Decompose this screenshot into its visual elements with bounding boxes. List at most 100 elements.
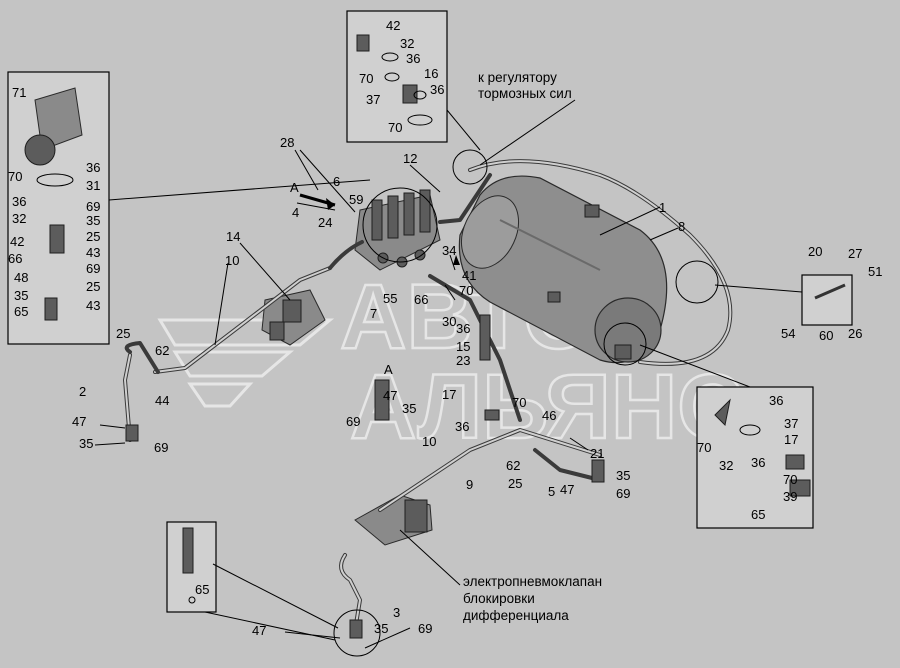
callout-main-42: 69: [616, 486, 630, 501]
callout-main-0: 28: [280, 135, 294, 150]
callout-main-22: 2: [79, 384, 86, 399]
callout-left-inset-13: 69: [86, 261, 100, 276]
callout-main-3: 8: [678, 219, 685, 234]
valve-caption-line-2: блокировки: [463, 591, 535, 606]
svg-text:АЛЬЯНС: АЛЬЯНС: [350, 356, 744, 458]
callout-main-5: 59: [349, 192, 363, 207]
callout-main-7: 24: [318, 215, 332, 230]
callout-main-14: 36: [456, 321, 470, 336]
callout-main-1: 12: [403, 151, 417, 166]
callout-right-bottom-inset-1: 37: [784, 416, 798, 431]
callout-left-inset-3: 31: [86, 178, 100, 193]
callout-main-44: 47: [252, 623, 266, 638]
callout-main-4: 6: [333, 174, 340, 189]
callout-main-43: 3: [393, 605, 400, 620]
callout-main-35: 21: [590, 446, 604, 461]
callout-main-28: 35: [402, 401, 416, 416]
valve-caption-line-3: дифференциала: [463, 608, 569, 623]
callout-main-23: 44: [155, 393, 169, 408]
callout-main-24: 47: [72, 414, 86, 429]
callout-main-45: 35: [374, 621, 388, 636]
callout-main-16: 23: [456, 353, 470, 368]
leader-lines: [94, 99, 803, 649]
callout-right-bottom-inset-6: 70: [783, 472, 797, 487]
callout-main-21: 62: [155, 343, 169, 358]
callout-right-top-inset-5: 26: [848, 326, 862, 341]
callout-main-32: 70: [512, 395, 526, 410]
callout-left-inset-4: 36: [12, 194, 26, 209]
callout-top-inset-4: 16: [424, 66, 438, 81]
callout-left-inset-0: 71: [12, 85, 26, 100]
callout-main-36: 62: [506, 458, 520, 473]
callout-main-31: 36: [455, 419, 469, 434]
callout-left-inset-14: 35: [14, 288, 28, 303]
callout-main-30: 17: [442, 387, 456, 402]
callout-main-10: 34: [442, 243, 456, 258]
callout-main-2: 1: [659, 200, 666, 215]
callout-main-11: 41: [462, 268, 476, 283]
electropneumatic-valve: [354, 494, 433, 546]
callout-right-bottom-inset-3: 17: [784, 432, 798, 447]
callout-main-46: 69: [418, 621, 432, 636]
callout-right-top-inset-3: 54: [781, 326, 795, 341]
callout-main-9: 10: [225, 253, 239, 268]
callout-main-12: 70: [459, 283, 473, 298]
valve-caption-line-1: электропневмоклапан: [463, 574, 602, 589]
callout-main-20: 25: [116, 326, 130, 341]
callout-right-bottom-inset-0: 36: [769, 393, 783, 408]
callout-right-bottom-inset-2: 70: [697, 440, 711, 455]
callout-main-39: 5: [548, 484, 555, 499]
callout-top-inset-1: 32: [400, 36, 414, 51]
callout-main-34: 10: [422, 434, 436, 449]
callout-right-bottom-inset-5: 36: [751, 455, 765, 470]
callout-main-8: 14: [226, 229, 240, 244]
callout-main-26: 69: [154, 440, 168, 455]
view-marker-a-detail: A: [384, 362, 393, 377]
callout-top-inset-2: 36: [406, 51, 420, 66]
callout-top-inset-7: 70: [388, 120, 402, 135]
callout-main-18: 55: [383, 291, 397, 306]
callout-main-40: 47: [560, 482, 574, 497]
air-receiver-tank: [458, 175, 668, 364]
callout-left-inset-16: 65: [14, 304, 28, 319]
callout-main-6: 4: [292, 205, 299, 220]
callout-main-13: 30: [442, 314, 456, 329]
callout-right-top-inset-1: 27: [848, 246, 862, 261]
callout-left-inset-17: 43: [86, 298, 100, 313]
callout-main-37: 25: [508, 476, 522, 491]
right-bottom-inset: [696, 386, 814, 529]
callout-main-17: 7: [370, 306, 377, 321]
callout-top-inset-0: 42: [386, 18, 400, 33]
callout-left-inset-9: 25: [86, 229, 100, 244]
callout-right-top-inset-4: 60: [819, 328, 833, 343]
callout-right-bottom-inset-8: 65: [751, 507, 765, 522]
callout-left-inset-8: 42: [10, 234, 24, 249]
distribution-unit: [261, 289, 326, 346]
callout-left-inset-11: 43: [86, 245, 100, 260]
callout-right-bottom-inset-4: 32: [719, 458, 733, 473]
callout-left-inset-2: 36: [86, 160, 100, 175]
callout-main-27: 47: [383, 388, 397, 403]
callout-right-top-inset-0: 20: [808, 244, 822, 259]
callout-left-inset-7: 35: [86, 213, 100, 228]
bottom-inset: [166, 521, 217, 613]
callout-left-inset-15: 25: [86, 279, 100, 294]
callout-main-19: 66: [414, 292, 428, 307]
valve-block: [354, 189, 441, 271]
callout-bottom-inset-0: 65: [195, 582, 209, 597]
callout-top-inset-6: 37: [366, 92, 380, 107]
top-inset: [346, 10, 448, 143]
view-marker-a: A: [290, 180, 299, 195]
callout-main-15: 15: [456, 339, 470, 354]
callout-right-top-inset-2: 51: [868, 264, 882, 279]
callout-main-38: 9: [466, 477, 473, 492]
callout-left-inset-5: 32: [12, 211, 26, 226]
callout-main-41: 35: [616, 468, 630, 483]
callout-main-29: 69: [346, 414, 360, 429]
callout-left-inset-12: 48: [14, 270, 28, 285]
callout-right-bottom-inset-7: 39: [783, 489, 797, 504]
callout-left-inset-6: 69: [86, 199, 100, 214]
